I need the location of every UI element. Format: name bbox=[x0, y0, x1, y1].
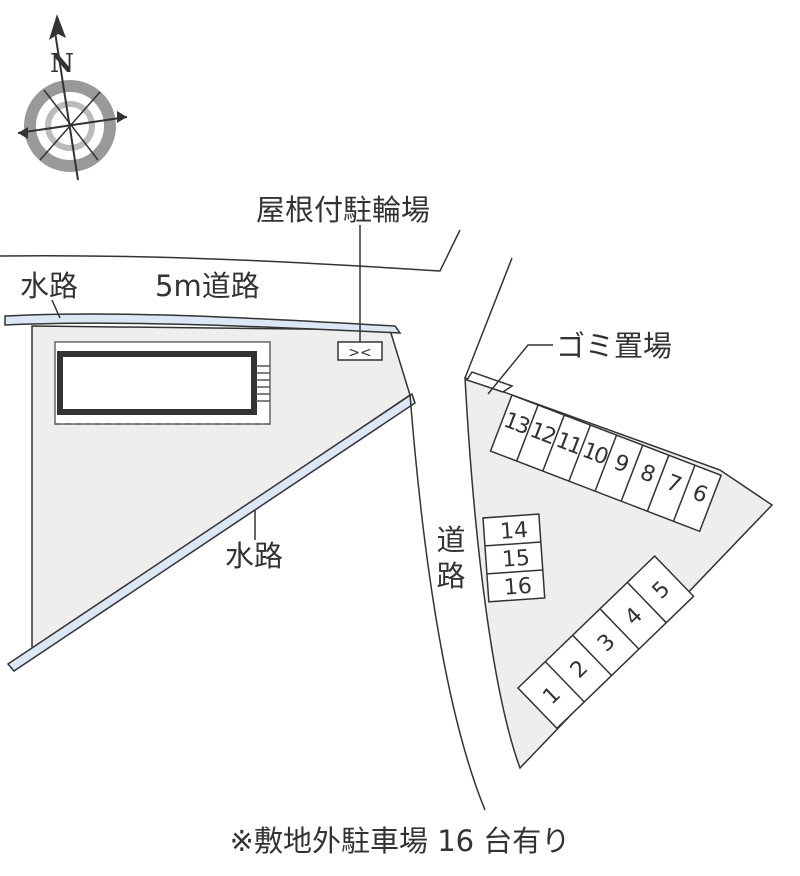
road-vertical-label: 道路 bbox=[436, 523, 466, 593]
compass-rose-icon: N bbox=[17, 14, 128, 181]
space-15: 15 bbox=[501, 546, 531, 573]
garbage-label: ゴミ置場 bbox=[556, 329, 673, 363]
parking-row-bottom: 1 2 3 4 5 bbox=[516, 554, 695, 730]
garbage-station bbox=[465, 371, 514, 393]
waterway-diag-label: 水路 bbox=[225, 539, 284, 573]
waterway-top-label: 水路 bbox=[20, 269, 79, 303]
waterway-diagonal bbox=[6, 392, 416, 672]
space-14: 14 bbox=[499, 518, 529, 545]
parking-column-mid: 14 15 16 bbox=[482, 513, 546, 603]
footer-note: ※敷地外駐車場 16 台有り bbox=[229, 824, 571, 858]
road-5m-edge bbox=[0, 229, 461, 272]
space-16: 16 bbox=[503, 574, 533, 601]
road-vertical-left bbox=[409, 394, 486, 811]
north-label: N bbox=[50, 49, 74, 79]
road-vertical-right-upper bbox=[464, 257, 513, 379]
garbage-leader bbox=[487, 344, 553, 395]
bike-parking-symbol: >< bbox=[348, 345, 371, 361]
bike-parking-label: 屋根付駐輪場 bbox=[256, 193, 431, 227]
waterway-top bbox=[4, 313, 402, 334]
road-5m-label: 5m道路 bbox=[155, 269, 260, 303]
waterway-top-leader bbox=[51, 299, 61, 319]
bike-parking-marker: >< bbox=[337, 341, 383, 361]
parking-row-top: 13 12 11 10 9 8 7 6 bbox=[489, 394, 723, 533]
building bbox=[54, 341, 271, 425]
